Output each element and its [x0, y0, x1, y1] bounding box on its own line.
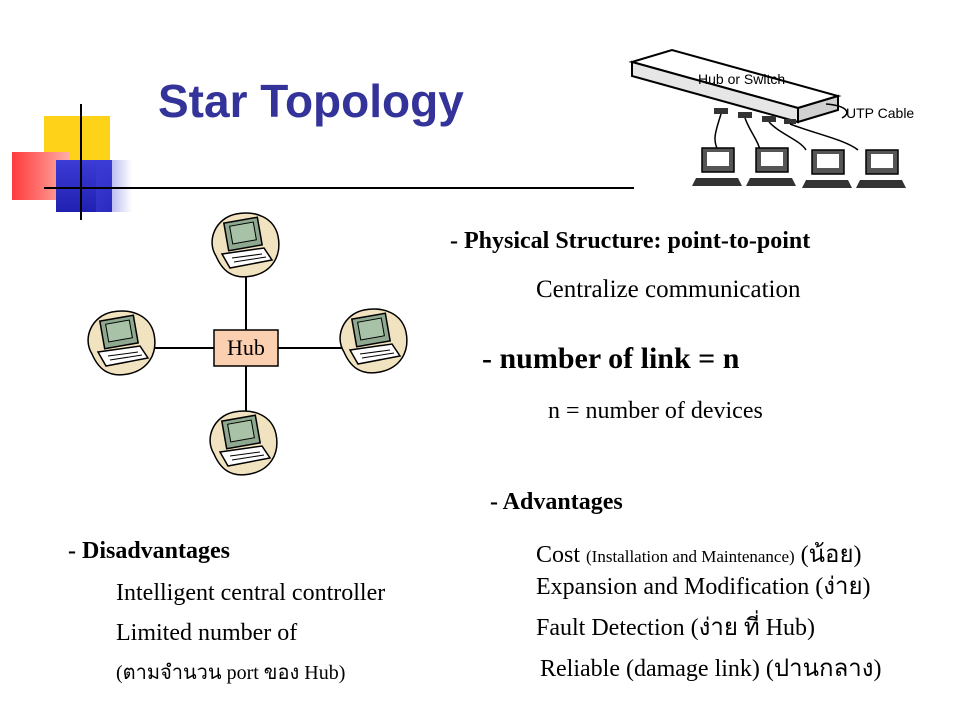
switch-box-icon	[628, 48, 842, 124]
disadvantage-note: (ตามจำนวน port ของ Hub)	[116, 662, 346, 684]
advantage-item: Fault Detection (ง่าย ที่ Hub)	[536, 607, 815, 646]
advantage-item: Cost (Installation and Maintenance) (น้อ…	[536, 534, 862, 573]
advantage-item: Reliable (damage link) (ปานกลาง)	[540, 648, 881, 687]
computer-icon-right	[339, 308, 408, 374]
title-underline	[44, 187, 634, 189]
computer-icon-top	[211, 212, 280, 278]
terminal-icon	[856, 149, 906, 188]
hub-label: Hub	[227, 335, 265, 360]
hub-switch-figure: Hub or Switch UTP Cable	[628, 48, 914, 188]
computer-icon-bottom	[209, 410, 278, 476]
advantages-heading: - Advantages	[490, 489, 623, 515]
advantage-item-note: (น้อย)	[800, 542, 862, 568]
advantage-item-note: (ปานกลาง)	[765, 656, 882, 682]
terminal-icon	[746, 147, 796, 186]
advantage-item-small: (Installation and Maintenance)	[586, 547, 795, 566]
hub-box	[213, 329, 279, 367]
computer-icon-left	[87, 310, 156, 376]
number-of-link-heading: - number of link = n	[482, 342, 740, 375]
physical-structure-detail: Centralize communication	[536, 276, 801, 303]
advantage-item: Expansion and Modification (ง่าย)	[536, 566, 871, 605]
advantage-item-note: (ง่าย ที่ Hub)	[690, 615, 816, 641]
page-title: Star Topology	[158, 75, 464, 127]
decorative-blue-fade	[96, 160, 132, 212]
utp-cable-label: UTP Cable	[846, 105, 914, 121]
decorative-vertical-line	[80, 104, 82, 220]
switch-device-label: Hub or Switch	[698, 71, 785, 87]
advantage-item-main: Reliable (damage link)	[540, 656, 760, 682]
disadvantage-item: Limited number of	[116, 620, 298, 646]
advantage-item-note: (ง่าย)	[815, 574, 871, 600]
terminal-icon	[692, 147, 742, 186]
disadvantages-heading: - Disadvantages	[68, 538, 231, 564]
disadvantage-item: Intelligent central controller	[116, 580, 386, 606]
advantage-item-main: Cost	[536, 542, 581, 568]
star-topology-diagram: Hub	[87, 212, 408, 476]
advantage-item-main: Fault Detection	[536, 615, 685, 641]
number-of-link-detail: n = number of devices	[548, 398, 763, 424]
advantage-item-main: Expansion and Modification	[536, 574, 810, 600]
physical-structure-heading: - Physical Structure: point-to-point	[450, 228, 811, 254]
terminal-icon	[802, 149, 852, 188]
